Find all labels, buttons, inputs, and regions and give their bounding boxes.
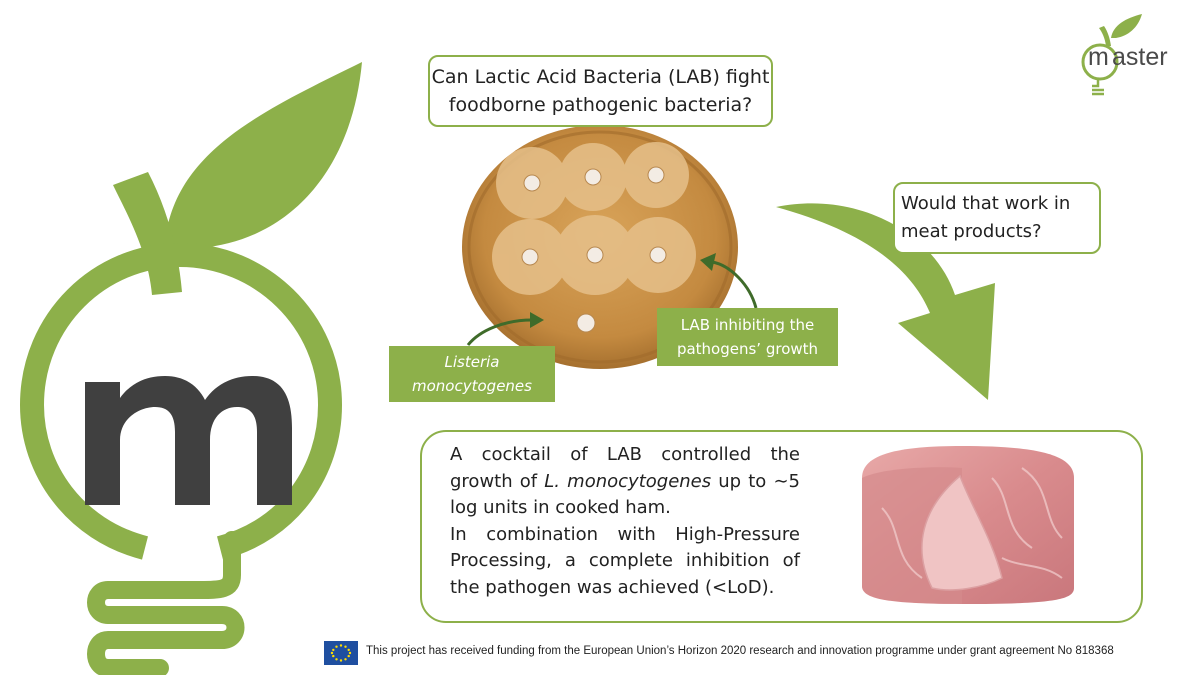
question-text-lab: Can Lactic Acid Bacteria (LAB) fight foo… [431, 66, 770, 116]
logo-ring [19, 242, 343, 560]
master-logo-rest: aster [1112, 43, 1168, 71]
label-lab-inhibiting: LAB inhibiting the pathogens’ growth [657, 308, 838, 366]
result-p1-part-a: A cocktail of LAB controlled the growth … [450, 444, 800, 492]
eu-flag-icon [324, 641, 358, 665]
result-box: A cocktail of LAB controlled the growth … [420, 430, 1143, 623]
funding-text: This project has received funding from t… [366, 645, 1114, 657]
ham-slice [921, 474, 1003, 591]
cooked-ham-image [862, 446, 1074, 604]
logo-leaf [165, 62, 362, 248]
pointer-arrows [466, 253, 758, 346]
result-paragraph-2: In combination with High-Pressure Proces… [450, 523, 800, 598]
result-p1-italic: L. monocytogenes [544, 470, 712, 492]
logo-squiggle [87, 531, 245, 675]
question-box-meat: Would that work in meat products? [893, 182, 1101, 254]
arrow-to-lab-zone [711, 260, 758, 309]
arrow-to-listeria-area [466, 318, 533, 346]
label-lab-text: LAB inhibiting the pathogens’ growth [676, 316, 819, 358]
logo-m [85, 376, 292, 505]
master-logo-large [19, 62, 362, 675]
master-logo-small [1081, 14, 1142, 96]
master-logo-m: m [1088, 43, 1109, 71]
big-curved-arrow [776, 203, 995, 400]
result-p1-part-b: up to ∼5 log units in cooked ham. [450, 470, 800, 519]
label-listeria-text: Listeria monocytogenes [412, 353, 532, 395]
result-text: A cocktail of LAB controlled the growth … [450, 442, 800, 601]
question-box-lab: Can Lactic Acid Bacteria (LAB) fight foo… [428, 55, 773, 127]
label-listeria: Listeria monocytogenes [389, 346, 555, 402]
result-paragraph-1: A cocktail of LAB controlled the growth … [450, 442, 800, 522]
question-text-meat: Would that work in meat products? [901, 193, 1071, 242]
funding-footer: This project has received funding from t… [324, 641, 1194, 665]
